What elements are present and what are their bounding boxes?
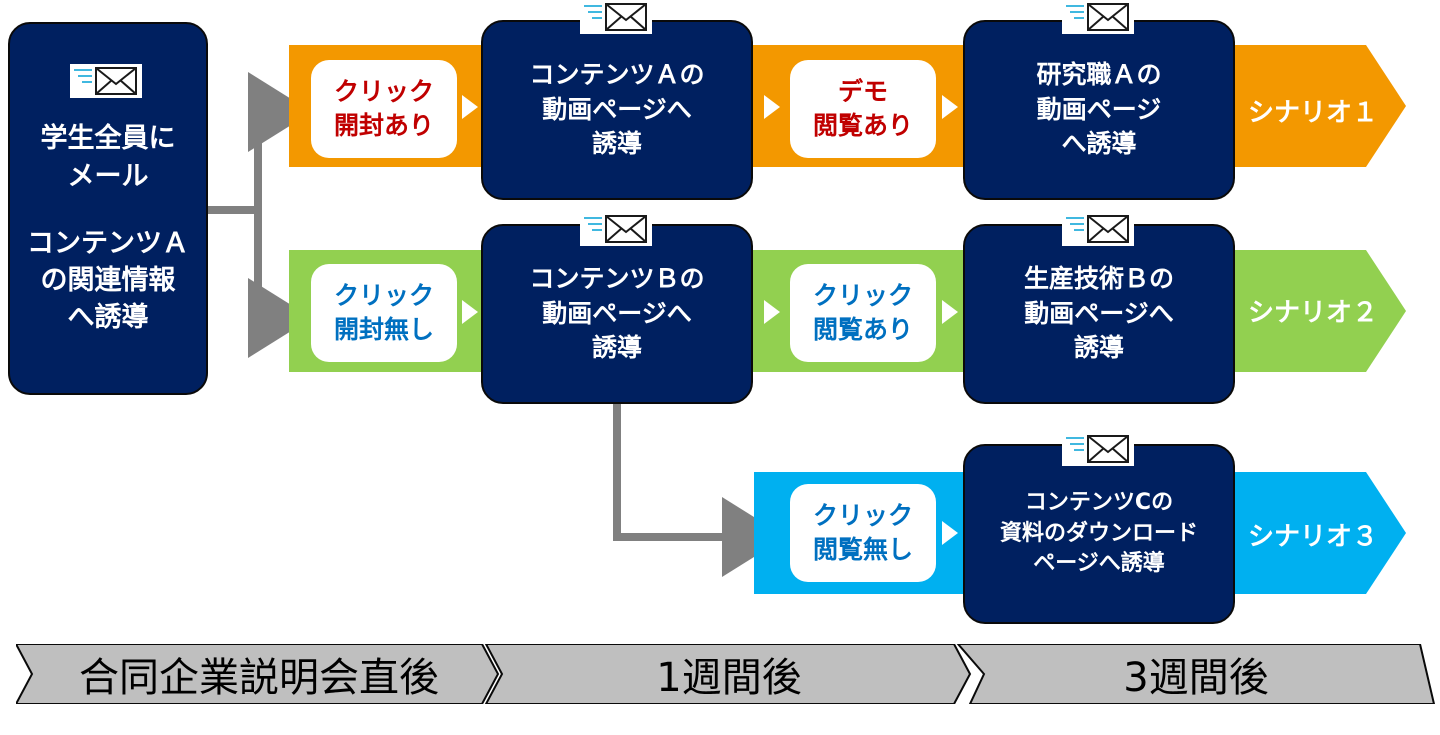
row-1-step-1-line-1: コンテンツＡの bbox=[529, 60, 705, 90]
timeline-label-3: 3週間後 bbox=[1123, 655, 1269, 701]
row-1-condition-1-line-2: 開封あり bbox=[333, 111, 434, 140]
row-1-step-2-line-1: 研究職Ａの bbox=[1036, 60, 1162, 90]
timeline: 合同企業説明会直後 1週間後 3週間後 bbox=[16, 644, 1436, 704]
timeline-label-2: 1週間後 bbox=[656, 655, 802, 701]
start-line-4: コンテンツＡ bbox=[27, 227, 189, 259]
row-2-step-1-line-1: コンテンツＢの bbox=[529, 264, 705, 294]
row-1-arrow-1 bbox=[462, 95, 478, 119]
row-2-condition-1: クリック 開封無し bbox=[311, 264, 457, 362]
row-2-step-2: 生産技術Ｂの 動画ページへ 誘導 bbox=[963, 224, 1235, 404]
row-2-condition-2-line-1: クリック bbox=[812, 281, 913, 310]
row-1-arrow-3 bbox=[942, 95, 958, 119]
row-2-step-2-line-2: 動画ページへ bbox=[1024, 298, 1174, 328]
start-line-5: の関連情報 bbox=[40, 265, 176, 297]
row-1-step-1: コンテンツＡの 動画ページへ 誘導 bbox=[481, 20, 753, 200]
row-3-step-line-1: コンテンツCの bbox=[1024, 490, 1174, 516]
row-2-step-1-line-3: 誘導 bbox=[591, 333, 642, 363]
row-3-arrow bbox=[942, 521, 958, 545]
row-1-condition-2-line-1: デモ bbox=[837, 77, 888, 106]
row-1-step-1-line-3: 誘導 bbox=[591, 129, 642, 159]
row-1-condition-1: クリック 開封あり bbox=[311, 60, 457, 158]
timeline-segment-3 bbox=[956, 644, 1436, 704]
row-1-step-2: 研究職Ａの 動画ページ へ誘導 bbox=[963, 20, 1235, 200]
mail-icon bbox=[1062, 432, 1134, 466]
row-1-step-2-line-2: 動画ページ bbox=[1036, 94, 1162, 124]
mail-icon bbox=[1062, 212, 1134, 246]
row-1-condition-2: デモ 閲覧あり bbox=[790, 60, 936, 158]
row-2-scenario-label: シナリオ２ bbox=[1248, 298, 1379, 328]
mail-icon bbox=[580, 212, 652, 246]
row-2-condition-1-line-1: クリック bbox=[333, 281, 434, 310]
start-line-6: へ誘導 bbox=[67, 302, 149, 334]
row-3-scenario-label: シナリオ３ bbox=[1248, 522, 1379, 552]
row-2-step-1: コンテンツＢの 動画ページへ 誘導 bbox=[481, 224, 753, 404]
row-1-step-1-line-2: 動画ページへ bbox=[542, 94, 692, 124]
row-2-condition-1-line-2: 開封無し bbox=[333, 315, 434, 344]
start-line-2: メール bbox=[67, 160, 149, 192]
row-2-arrow-3 bbox=[942, 300, 958, 324]
row-2-step-1-line-2: 動画ページへ bbox=[542, 298, 692, 328]
row-1-condition-1-line-1: クリック bbox=[333, 77, 434, 106]
row-3-step-line-3: ページへ誘導 bbox=[1033, 551, 1165, 577]
start-line-1: 学生全員に bbox=[40, 123, 176, 155]
row-3-step: コンテンツCの 資料のダウンロード ページへ誘導 bbox=[963, 444, 1235, 624]
row-3-step-line-2: 資料のダウンロード bbox=[999, 520, 1198, 546]
row-2-condition-2: クリック 閲覧あり bbox=[790, 264, 936, 362]
row-3-condition: クリック 閲覧無し bbox=[790, 484, 936, 582]
timeline-segment-2 bbox=[484, 644, 972, 704]
mail-icon bbox=[70, 64, 142, 98]
row-1-condition-2-line-2: 閲覧あり bbox=[812, 111, 913, 140]
row-3-condition-line-2: 閲覧無し bbox=[812, 535, 913, 564]
row-1-step-2-line-3: へ誘導 bbox=[1061, 129, 1137, 159]
row-2-arrow-1 bbox=[462, 300, 478, 324]
row-3-condition-line-1: クリック bbox=[812, 501, 913, 530]
row-2-step-2-line-1: 生産技術Ｂの bbox=[1023, 264, 1174, 294]
row-2-step-2-line-3: 誘導 bbox=[1073, 333, 1124, 363]
timeline-segment-1 bbox=[16, 644, 500, 704]
row-1-arrow-2 bbox=[764, 95, 780, 119]
timeline-shapes bbox=[16, 644, 1436, 704]
mail-icon bbox=[1062, 0, 1134, 34]
mail-icon bbox=[580, 0, 652, 34]
timeline-label-1: 合同企業説明会直後 bbox=[79, 655, 439, 701]
row-2-condition-2-line-2: 閲覧あり bbox=[812, 315, 913, 344]
row-2-arrow-2 bbox=[764, 300, 780, 324]
row-1-scenario-label: シナリオ１ bbox=[1248, 98, 1379, 128]
